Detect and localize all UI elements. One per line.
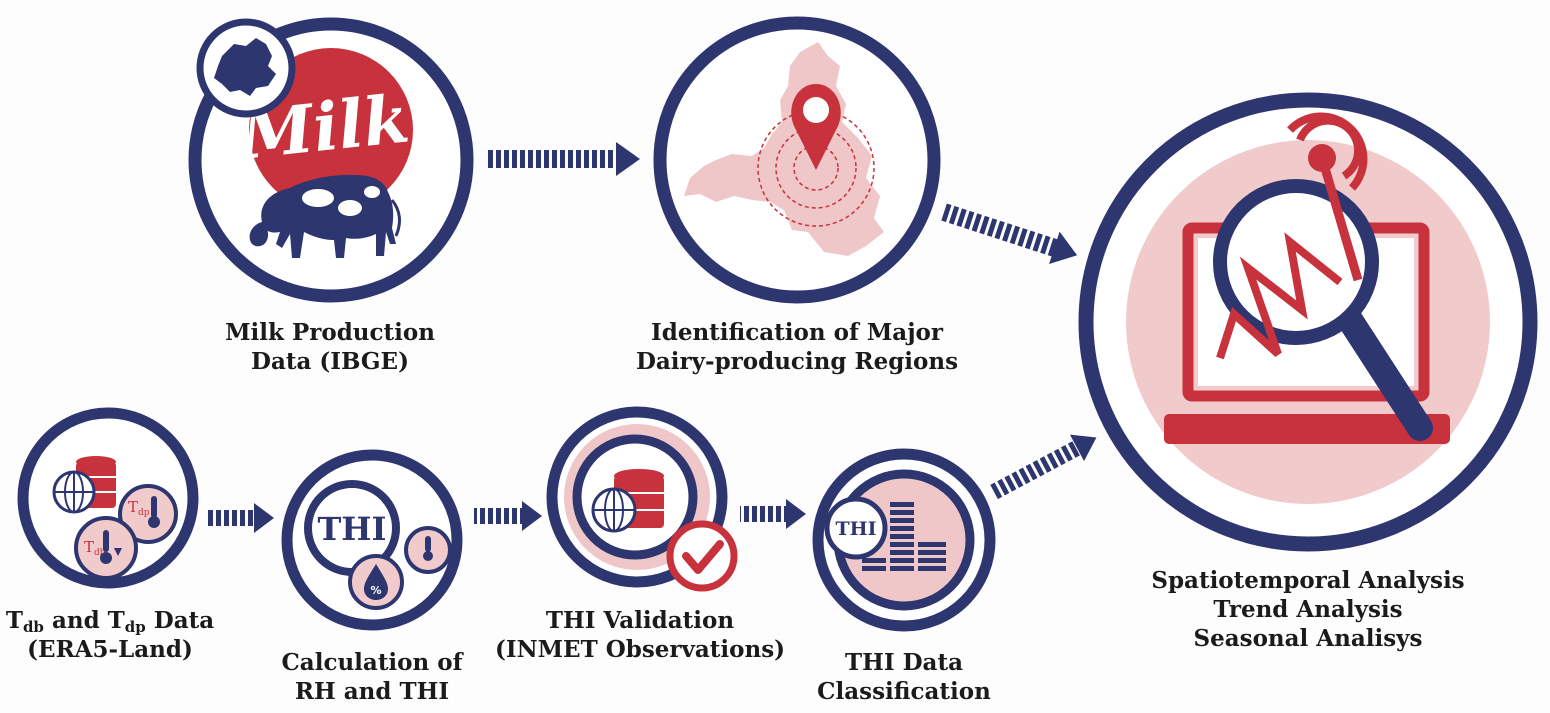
thermometer-icon xyxy=(404,526,452,574)
svg-text:THI: THI xyxy=(317,510,386,548)
stacked-bars-icon xyxy=(862,502,946,571)
svg-text:Tdb: Tdb xyxy=(84,538,106,558)
analysis-label: Spatiotemporal Analysis Trend Analysis S… xyxy=(1151,567,1465,652)
calculation-label: Calculation of RH and THI xyxy=(281,649,463,705)
svg-text:%: % xyxy=(370,584,381,597)
database-icon xyxy=(614,469,664,528)
svg-text:Tdp: Tdp xyxy=(128,498,150,518)
globe-icon xyxy=(591,487,637,533)
humidity-drop-icon: % xyxy=(348,554,404,610)
thi-icon: THI xyxy=(824,496,888,560)
checkmark-icon xyxy=(666,520,738,592)
milk-production-label: Milk Production Data (IBGE) xyxy=(225,319,435,375)
analysis-node xyxy=(1078,92,1538,552)
signal-icon xyxy=(1287,112,1368,282)
era5-node: Tdp Tdb xyxy=(17,407,199,589)
flow-arrow-1 xyxy=(488,142,640,176)
flow-arrow-5 xyxy=(740,499,806,529)
calculation-node: THI % xyxy=(281,449,463,631)
regions-node xyxy=(653,16,941,304)
trend-line-icon xyxy=(1216,232,1343,360)
location-pin-icon xyxy=(791,84,841,170)
flow-arrow-6 xyxy=(990,434,1097,500)
validation-label: THI Validation (INMET Observations) xyxy=(494,607,786,663)
flow-arrow-4 xyxy=(474,501,542,531)
globe-icon xyxy=(52,470,96,514)
validation-node xyxy=(546,406,738,592)
thermometer-icon: Tdb xyxy=(74,516,138,580)
classification-node: THI xyxy=(812,448,996,632)
era5-label: Tdb and Tdp Data (ERA5-Land) xyxy=(5,607,215,663)
thermometer-icon: Tdp xyxy=(118,484,178,544)
svg-text:THI: THI xyxy=(836,518,877,540)
milk-production-node: Milk xyxy=(188,17,474,303)
state-map-icon xyxy=(196,18,296,118)
flow-arrow-2 xyxy=(941,203,1078,265)
flow-arrow-3 xyxy=(206,503,274,533)
thi-icon: THI xyxy=(304,480,400,576)
regions-label: Identification of Major Dairy-producing … xyxy=(635,319,959,375)
classification-label: THI Data Classification xyxy=(817,649,991,705)
cow-icon xyxy=(249,174,401,258)
